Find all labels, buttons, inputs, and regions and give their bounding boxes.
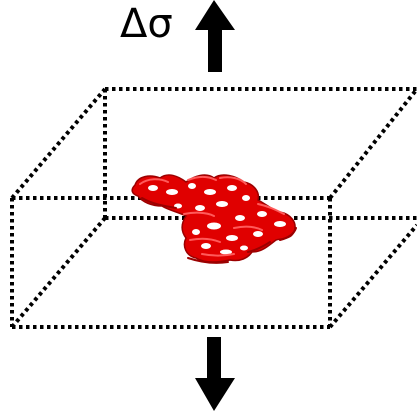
red-porous-cluster (131, 174, 297, 264)
stress-label: Δσ (120, 1, 173, 47)
arrow-up-icon (195, 0, 235, 72)
arrow-down-icon (195, 337, 235, 411)
